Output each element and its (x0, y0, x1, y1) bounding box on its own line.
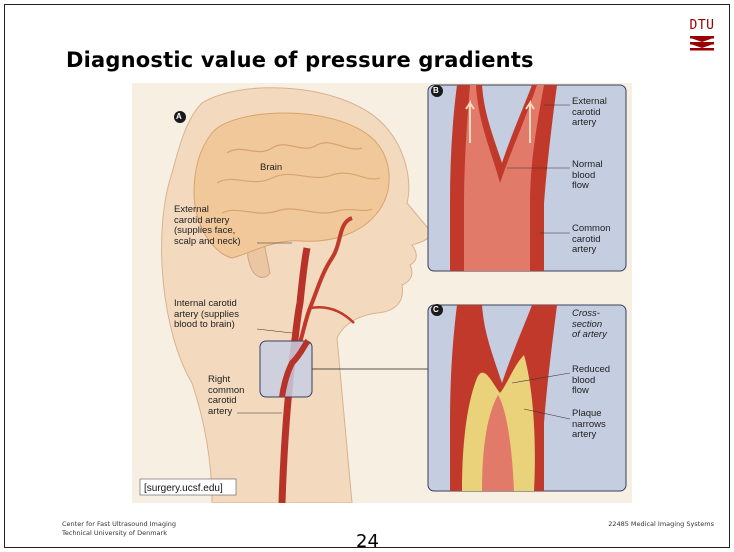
internal-carotid-label: Internal carotid artery (supplies blood … (174, 299, 239, 331)
panel-c-plaque-label: Plaque narrows artery (572, 409, 606, 441)
dtu-logo-text: DTU (688, 18, 716, 33)
marker-c-letter: C (433, 305, 439, 316)
footer-center-name: Center for Fast Ultrasound Imaging (62, 520, 176, 529)
slide-title: Diagnostic value of pressure gradients (66, 48, 534, 72)
panel-b-common-label: Common carotid artery (572, 224, 611, 256)
page-number: 24 (356, 531, 379, 552)
panel-b-external-label: External carotid artery (572, 97, 607, 129)
illustration-art (132, 83, 632, 503)
marker-a-letter: A (176, 112, 182, 123)
carotid-artery-illustration: A B C Brain External carotid artery (sup… (132, 83, 632, 503)
brain-label: Brain (260, 163, 282, 174)
right-common-carotid-label: Right common carotid artery (208, 375, 244, 417)
panel-c-reduced-flow-label: Reduced blood flow (572, 365, 610, 397)
marker-b-letter: B (433, 86, 439, 97)
image-source-credit: [surgery.ucsf.edu] (144, 483, 223, 494)
panel-c-cross-section-label: Cross- section of artery (572, 309, 607, 341)
panel-b-normal-flow-label: Normal blood flow (572, 160, 603, 192)
external-carotid-label: External carotid artery (supplies face, … (174, 205, 241, 247)
footer-course-name: 22485 Medical Imaging Systems (608, 520, 714, 528)
footer-institution: Center for Fast Ultrasound Imaging Techn… (62, 520, 176, 538)
footer-university-name: Technical University of Denmark (62, 529, 176, 538)
dtu-logo: DTU (688, 18, 716, 62)
